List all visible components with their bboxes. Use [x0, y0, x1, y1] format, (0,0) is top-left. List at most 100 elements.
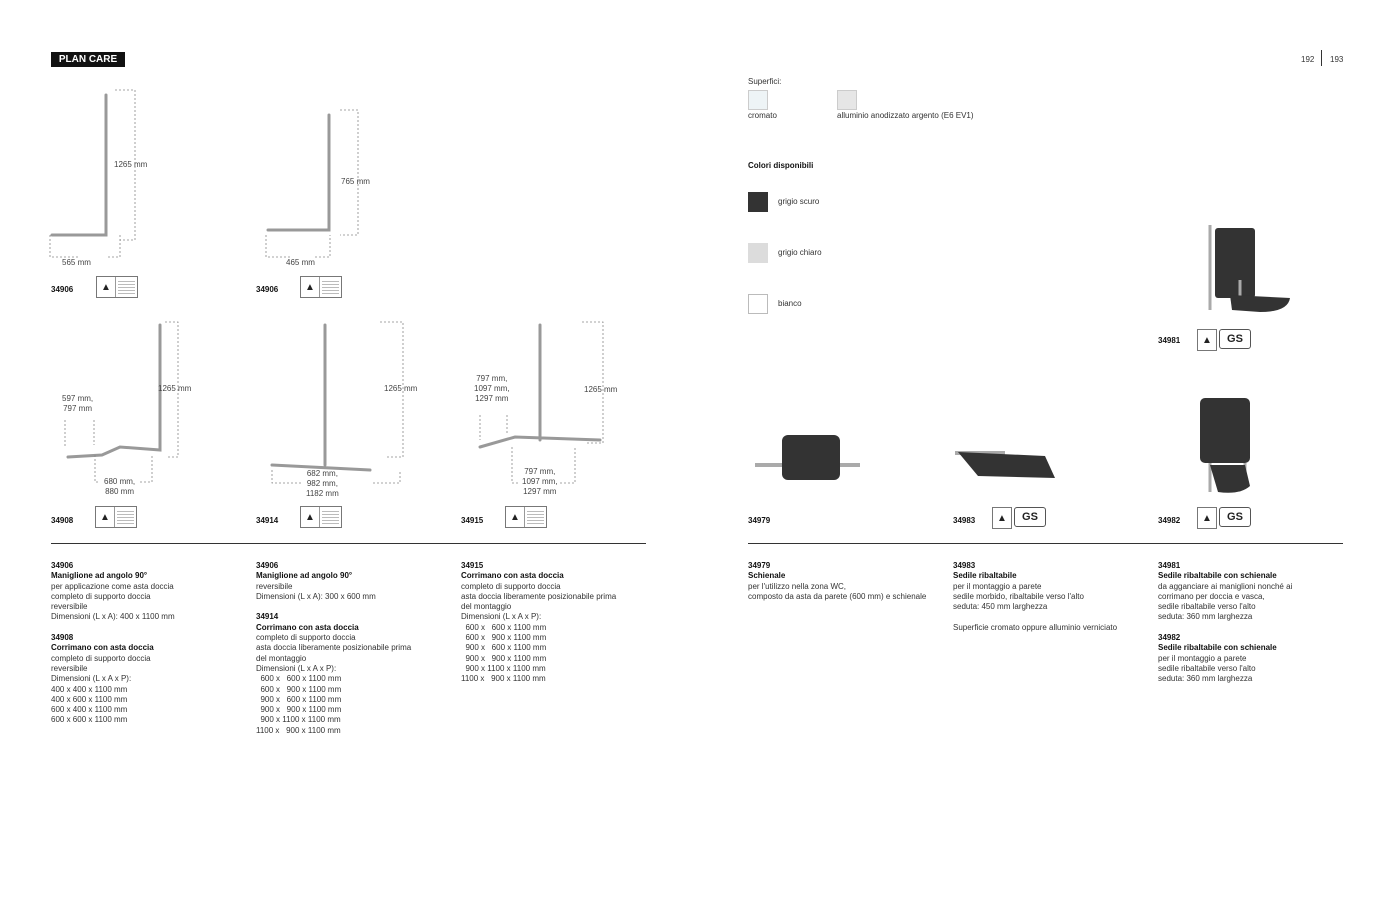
grab-bar-drawings — [49, 89, 604, 484]
desc-line: del montaggio — [461, 602, 512, 612]
swatch-aluminium — [837, 90, 857, 110]
certification-badges: ▲ GS — [1197, 507, 1251, 529]
certification-badge: ▲ — [95, 506, 137, 528]
dim-label: 1265 mm — [584, 385, 618, 394]
surface-name: alluminio anodizzato argento (E6 EV1) — [837, 111, 974, 120]
product-code: 34981 — [1158, 336, 1181, 345]
dim-label: 597 mm, 797 mm — [62, 394, 94, 413]
desc-code: 34914 — [256, 612, 279, 622]
desc-code: 34906 — [51, 561, 74, 570]
desc-title: Sedile ribaltabile con schienale — [1158, 643, 1277, 653]
dim-label: 1265 mm — [114, 160, 148, 169]
desc-line: completo di supporto doccia — [461, 581, 561, 591]
warning-triangle-icon: ▲ — [96, 507, 115, 527]
desc-line: del montaggio — [256, 653, 307, 663]
desc-line: 900 x 900 x 1100 mm — [256, 705, 342, 715]
dim-label: 797 mm, 1097 mm, 1297 mm — [522, 467, 558, 496]
desc-line: Dimensioni (L x A): 300 x 600 mm — [256, 591, 376, 601]
desc-code: 34979 — [748, 561, 771, 570]
desc-line: per applicazione come asta doccia — [51, 581, 174, 591]
colors-title: Colori disponibili — [748, 161, 814, 170]
dim-label: 797 mm, 1097 mm, 1297 mm — [474, 374, 510, 403]
desc-line: Dimensioni (L x A x P): — [461, 612, 542, 622]
surfaces-label: Superfici: — [748, 77, 782, 86]
desc-line: reversibile — [51, 663, 88, 673]
desc-line: 1100 x 900 x 1100 mm — [256, 725, 341, 735]
desc-code: 34981 — [1158, 561, 1181, 570]
seat-drawings — [755, 225, 1290, 493]
certification-badge: ▲ — [505, 506, 547, 528]
spacer — [51, 623, 251, 633]
divider-right — [748, 543, 1343, 544]
desc-code: 34983 — [953, 561, 976, 570]
certification-badge: ▲ — [96, 276, 138, 298]
dim-label: 680 mm, 880 mm — [104, 477, 136, 496]
desc-line: sedile morbido, ribaltabile verso l'alto — [953, 591, 1084, 601]
product-code: 34979 — [748, 516, 771, 525]
product-code: 34914 — [256, 516, 279, 525]
desc-title: Corrimano con asta doccia — [256, 622, 359, 632]
desc-line: asta doccia liberamente posizionabile pr… — [256, 643, 412, 653]
divider-left — [51, 543, 646, 544]
desc-line: Superficie cromato oppure alluminio vern… — [953, 622, 1118, 632]
desc-line: composto da asta da parete (600 mm) e sc… — [748, 591, 927, 601]
gs-mark-icon: GS — [1219, 329, 1251, 349]
desc-line: asta doccia liberamente posizionabile pr… — [461, 591, 617, 601]
gs-mark-icon: GS — [1219, 507, 1251, 527]
product-code: 34983 — [953, 516, 976, 525]
desc-line: 400 x 400 x 1100 mm — [51, 684, 128, 694]
desc-line: 900 x 1100 x 1100 mm — [461, 663, 546, 673]
page-number-left: 192 — [1301, 55, 1315, 64]
desc-code: 34915 — [461, 561, 484, 570]
dim-label: 682 mm, 982 mm, 1182 mm — [306, 469, 339, 498]
warning-triangle-icon: ▲ — [97, 277, 116, 297]
desc-line: Dimensioni (L x A x P): — [51, 674, 132, 684]
page-divider — [1321, 50, 1322, 66]
product-code: 34908 — [51, 516, 74, 525]
desc-line: reversibile — [256, 581, 293, 591]
desc-title: Corrimano con asta doccia — [461, 571, 564, 581]
desc-line: Dimensioni (L x A): 400 x 1100 mm — [51, 612, 175, 622]
product-code: 34906 — [51, 285, 74, 294]
desc-line: seduta: 360 mm larghezza — [1158, 612, 1253, 622]
desc-line: 600 x 400 x 1100 mm — [51, 705, 128, 715]
desc-line: 600 x 600 x 1100 mm — [51, 715, 128, 725]
desc-line: seduta: 450 mm larghezza — [953, 602, 1048, 612]
desc-line: sedile ribaltabile verso l'alto — [1158, 602, 1256, 612]
color-name: bianco — [778, 299, 802, 308]
desc-line: Dimensioni (L x A x P): — [256, 663, 337, 673]
desc-line: sedile ribaltabile verso l'alto — [1158, 663, 1256, 673]
desc-line — [953, 612, 1153, 622]
desc-line: 400 x 600 x 1100 mm — [51, 694, 128, 704]
gs-mark-icon: GS — [1014, 507, 1046, 527]
warning-triangle-icon: ▲ — [997, 512, 1007, 524]
desc-line: per l'utilizzo nella zona WC, — [748, 581, 847, 591]
product-code: 34982 — [1158, 516, 1181, 525]
brand-label: PLAN CARE — [51, 52, 125, 67]
desc-line: completo di supporto doccia — [51, 591, 151, 601]
desc-code: 34908 — [51, 633, 74, 643]
desc-line: completo di supporto doccia — [256, 633, 356, 643]
warning-triangle-icon: ▲ — [1202, 512, 1212, 524]
warning-triangle-icon: ▲ — [506, 507, 525, 527]
desc-line: 900 x 600 x 1100 mm — [461, 643, 547, 653]
swatch-chrome — [748, 90, 768, 110]
swatch-dark-grey — [748, 192, 768, 212]
desc-line: 600 x 900 x 1100 mm — [256, 684, 342, 694]
swatch-light-grey — [748, 243, 768, 263]
desc-code: 34906 — [256, 561, 279, 570]
desc-line: 900 x 900 x 1100 mm — [461, 653, 547, 663]
desc-line: reversibile — [51, 602, 88, 612]
product-code: 34906 — [256, 285, 279, 294]
desc-title: Sedile ribaltabile — [953, 571, 1017, 581]
desc-title: Schienale — [748, 571, 786, 581]
dim-label: 565 mm — [62, 258, 91, 267]
desc-line: completo di supporto doccia — [51, 653, 151, 663]
warning-triangle-icon: ▲ — [301, 507, 320, 527]
spacer — [1158, 623, 1358, 633]
